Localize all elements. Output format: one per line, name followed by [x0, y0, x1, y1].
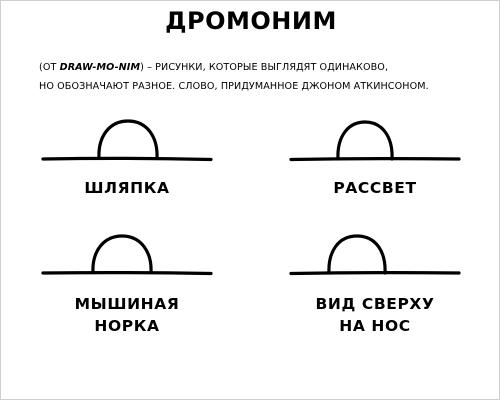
definition-term: DRAW-MO-NIM: [59, 62, 141, 73]
panel-label-line: ВИД СВЕРХУ: [315, 295, 435, 313]
panel-label-line: НОРКА: [94, 317, 160, 335]
panel-mouse-hole: МЫШИНАЯ НОРКА: [37, 227, 217, 347]
dome-drawing-hat: [41, 119, 213, 162]
panel-hat: ШЛЯПКА: [37, 113, 217, 233]
definition-text: (ОТ DRAW-MO-NIM) – РИСУНКИ, КОТОРЫЕ ВЫГЛ…: [39, 58, 479, 96]
panel-label-mouse-hole: МЫШИНАЯ НОРКА: [37, 293, 217, 337]
dome-drawing-mouse-hole: [41, 234, 213, 276]
panel-label-nose-top-view: ВИД СВЕРХУ НА НОС: [285, 293, 465, 337]
definition-line-2: НО ОБОЗНАЧАЮТ РАЗНОЕ. СЛОВО, ПРИДУМАННОЕ…: [39, 81, 429, 92]
panel-label-line: НА НОС: [339, 317, 411, 335]
panel-label-sunrise: РАССВЕТ: [285, 177, 465, 199]
panel-nose-top-view: ВИД СВЕРХУ НА НОС: [285, 227, 465, 347]
panel-label-line: МЫШИНАЯ: [74, 295, 180, 313]
dome-drawing-nose: [289, 234, 461, 276]
panel-label-line: ШЛЯПКА: [84, 179, 170, 197]
dome-drawing-sunrise: [289, 120, 461, 162]
definition-line-1: (ОТ DRAW-MO-NIM) – РИСУНКИ, КОТОРЫЕ ВЫГЛ…: [39, 58, 479, 77]
panel-sunrise: РАССВЕТ: [285, 113, 465, 233]
panel-label-hat: ШЛЯПКА: [37, 177, 217, 199]
panel-label-line: РАССВЕТ: [333, 179, 417, 197]
page-title: ДРОМОНИМ: [165, 7, 337, 35]
definition-open: (ОТ: [39, 62, 57, 73]
definition-rest: ) – РИСУНКИ, КОТОРЫЕ ВЫГЛЯДЯТ ОДИНАКОВО,: [140, 62, 389, 73]
